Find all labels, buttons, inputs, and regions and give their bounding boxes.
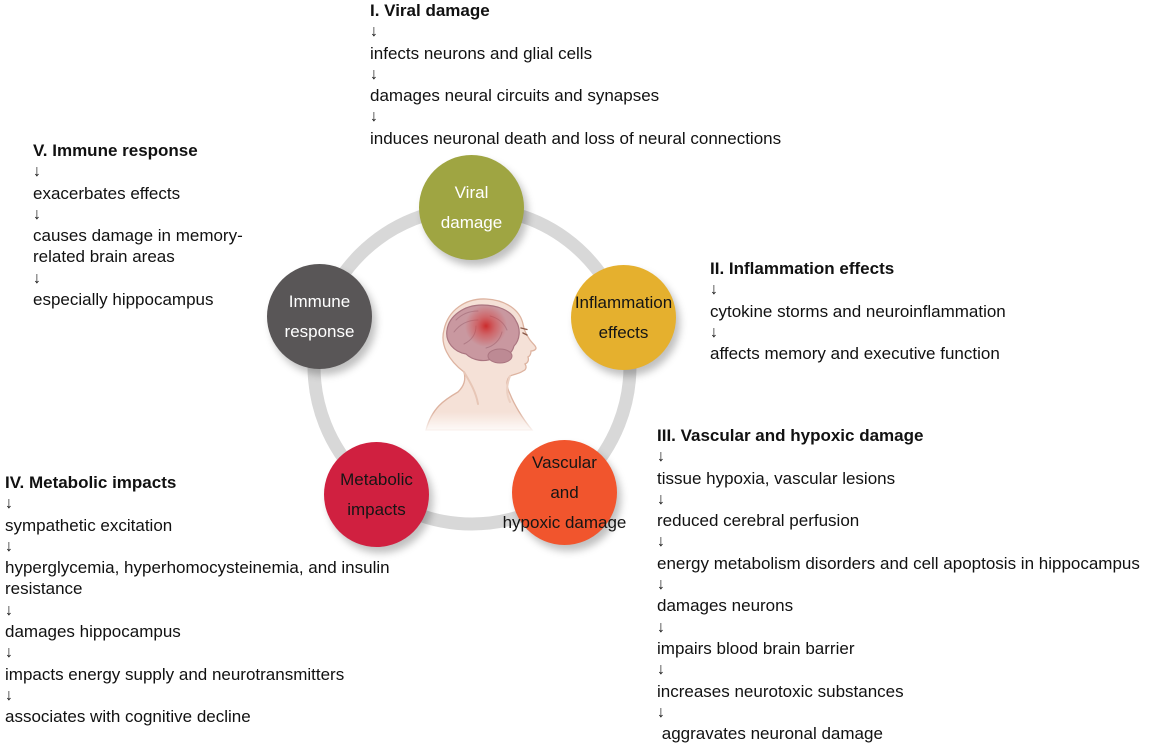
down-arrow-icon: ↓ [657, 661, 665, 679]
down-arrow-icon: ↓ [370, 65, 378, 83]
down-arrow-icon: ↓ [657, 576, 665, 594]
process-block-inflammation-effects: II. Inflammation effects ↓ cytokine stor… [710, 258, 1050, 364]
process-step: tissue hypoxia, vascular lesions [657, 468, 896, 488]
down-arrow-icon: ↓ [5, 537, 13, 555]
head-profile-brain-illustration [424, 298, 546, 434]
down-arrow-icon: ↓ [657, 533, 665, 551]
node-metabolic-impacts: Metabolic impacts [324, 442, 429, 547]
process-step: infects neurons and glial cells [370, 43, 593, 63]
neck-shading [463, 371, 479, 405]
node-label: Viral damage [440, 182, 503, 232]
down-arrow-icon: ↓ [657, 618, 665, 636]
cerebellum [487, 348, 513, 364]
process-step: impacts energy supply and neurotransmitt… [5, 664, 345, 684]
down-arrow-icon: ↓ [33, 269, 41, 287]
down-arrow-icon: ↓ [5, 495, 13, 513]
down-arrow-icon: ↓ [370, 23, 378, 41]
process-step: associates with cognitive decline [5, 707, 251, 727]
block-title: I. Viral damage [370, 1, 490, 20]
down-arrow-icon: ↓ [33, 163, 41, 181]
down-arrow-icon: ↓ [657, 490, 665, 508]
process-step: damages neural circuits and synapses [370, 86, 660, 106]
down-arrow-icon: ↓ [710, 323, 718, 341]
process-step: damages hippocampus [5, 622, 181, 642]
process-step: induces neuronal death and loss of neura… [370, 128, 782, 148]
process-step: hyperglycemia, hyperhomocysteinemia, and… [5, 558, 390, 599]
jaw-shading [506, 375, 511, 403]
node-immune-response: Immune response [267, 264, 372, 369]
block-title: IV. Metabolic impacts [5, 473, 177, 492]
node-label: Inflammation effects [574, 292, 673, 342]
down-arrow-icon: ↓ [710, 281, 718, 299]
eye-brow-marks [520, 327, 528, 336]
process-step: damages neurons [657, 596, 794, 616]
process-step: reduced cerebral perfusion [657, 511, 860, 531]
down-arrow-icon: ↓ [657, 448, 665, 466]
node-inflammation-effects: Inflammation effects [571, 265, 676, 370]
down-arrow-icon: ↓ [33, 205, 41, 223]
process-step: aggravates neuronal damage [657, 724, 883, 744]
damage-highlight [465, 305, 507, 347]
process-block-metabolic-impacts: IV. Metabolic impacts ↓ sympathetic exci… [5, 472, 435, 728]
node-label: Metabolic impacts [340, 469, 413, 519]
bottom-fade [424, 412, 546, 434]
down-arrow-icon: ↓ [657, 703, 665, 721]
node-label: Vascular and hypoxic damage [502, 452, 627, 532]
down-arrow-icon: ↓ [5, 686, 13, 704]
down-arrow-icon: ↓ [5, 601, 13, 619]
block-title: III. Vascular and hypoxic damage [657, 426, 924, 445]
process-step: causes damage in memory- related brain a… [33, 226, 243, 267]
process-step: impairs blood brain barrier [657, 638, 855, 658]
process-step: increases neurotoxic substances [657, 681, 904, 701]
process-block-immune-response: V. Immune response ↓ exacerbates effects… [33, 140, 283, 310]
block-title: V. Immune response [33, 141, 198, 160]
process-step: energy metabolism disorders and cell apo… [657, 553, 1140, 573]
process-step: especially hippocampus [33, 290, 214, 310]
process-step: cytokine storms and neuroinflammation [710, 301, 1006, 321]
process-step: exacerbates effects [33, 183, 181, 203]
node-vascular-hypoxic-damage: Vascular and hypoxic damage [503, 440, 626, 545]
down-arrow-icon: ↓ [5, 644, 13, 662]
down-arrow-icon: ↓ [370, 108, 378, 126]
process-block-vascular-hypoxic-damage: III. Vascular and hypoxic damage ↓ tissu… [657, 425, 1169, 744]
node-viral-damage: Viral damage [419, 155, 524, 260]
block-title: II. Inflammation effects [710, 259, 895, 278]
node-label: Immune response [284, 291, 355, 341]
process-step: sympathetic excitation [5, 515, 173, 535]
process-block-viral-damage: I. Viral damage ↓ infects neurons and gl… [370, 0, 830, 149]
process-step: affects memory and executive function [710, 344, 1000, 364]
